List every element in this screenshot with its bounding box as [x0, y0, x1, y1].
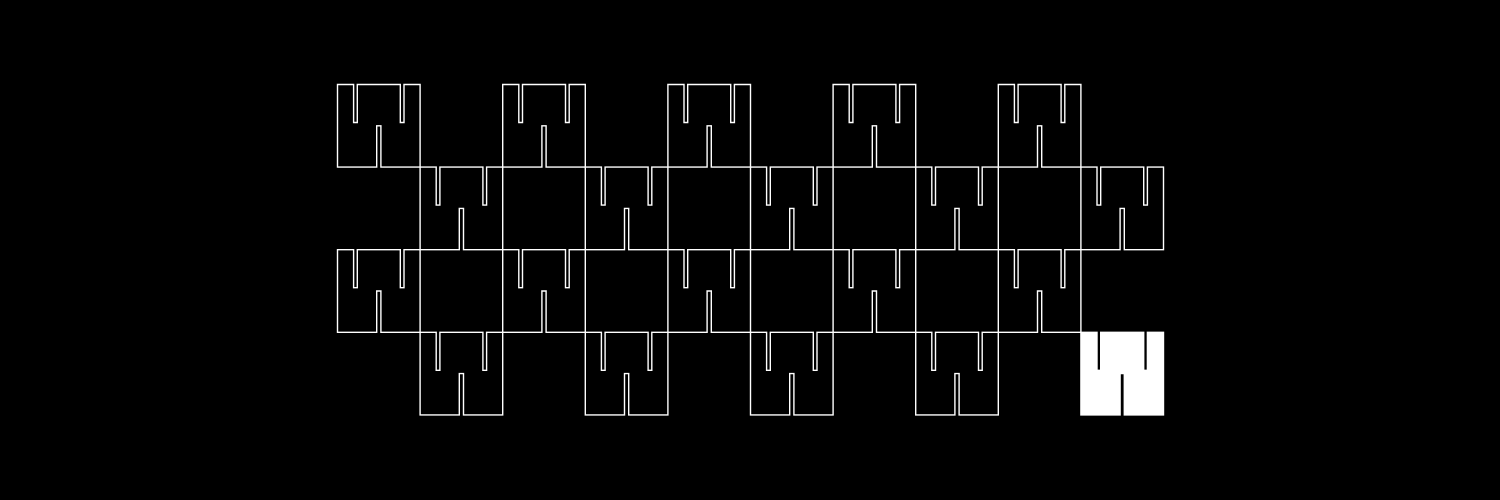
w-glyph-icon	[667, 83, 752, 168]
w-glyph-icon	[915, 166, 999, 251]
w-glyph-icon	[749, 166, 834, 251]
w-glyph-icon	[997, 83, 1082, 168]
w-glyph-icon	[502, 83, 586, 168]
w-glyph-icon	[336, 248, 421, 333]
w-glyph-icon	[502, 248, 586, 333]
w-glyph-icon	[584, 331, 669, 416]
w-glyph-icon	[336, 83, 421, 168]
w-glyph-icon	[584, 166, 669, 251]
w-glyph-icon	[832, 83, 917, 168]
w-glyph-icon-filled	[1080, 331, 1165, 416]
w-glyph-icon	[832, 248, 917, 333]
w-glyph-icon	[419, 331, 504, 416]
w-glyph-icon	[915, 331, 999, 416]
w-glyph-icon	[419, 166, 504, 251]
w-glyph-icon	[997, 248, 1082, 333]
w-glyph-icon	[1080, 166, 1165, 251]
w-glyph-icon	[749, 331, 834, 416]
w-glyph-icon	[667, 248, 752, 333]
